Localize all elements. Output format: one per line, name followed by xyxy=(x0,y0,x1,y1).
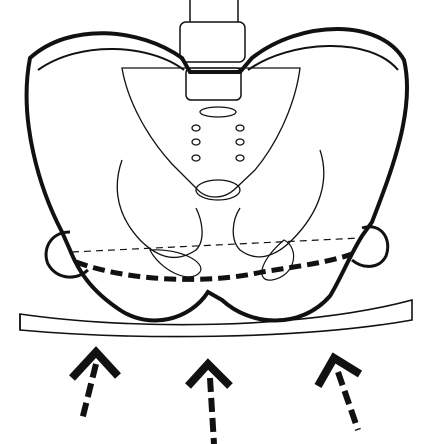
seating-surface xyxy=(20,300,412,337)
pubic-arch-right xyxy=(233,150,324,257)
pelvis-outer-outline xyxy=(27,29,407,321)
force-arrow-right xyxy=(318,358,360,430)
obturator-right xyxy=(262,240,294,280)
ischial-tuberosity-curve xyxy=(76,254,352,279)
sacral-foramen-top xyxy=(200,107,236,117)
vertebra-upper xyxy=(180,22,245,62)
force-arrow-left xyxy=(72,352,118,420)
iliac-rim-right xyxy=(248,46,398,70)
sacral-foramina xyxy=(192,125,244,161)
ischial-spine-line xyxy=(72,238,360,252)
sacrum xyxy=(122,68,300,197)
force-arrow-center xyxy=(188,364,230,444)
iliac-rim-left xyxy=(38,49,184,70)
spine-column xyxy=(180,0,245,100)
pubic-arch-left xyxy=(117,160,202,257)
